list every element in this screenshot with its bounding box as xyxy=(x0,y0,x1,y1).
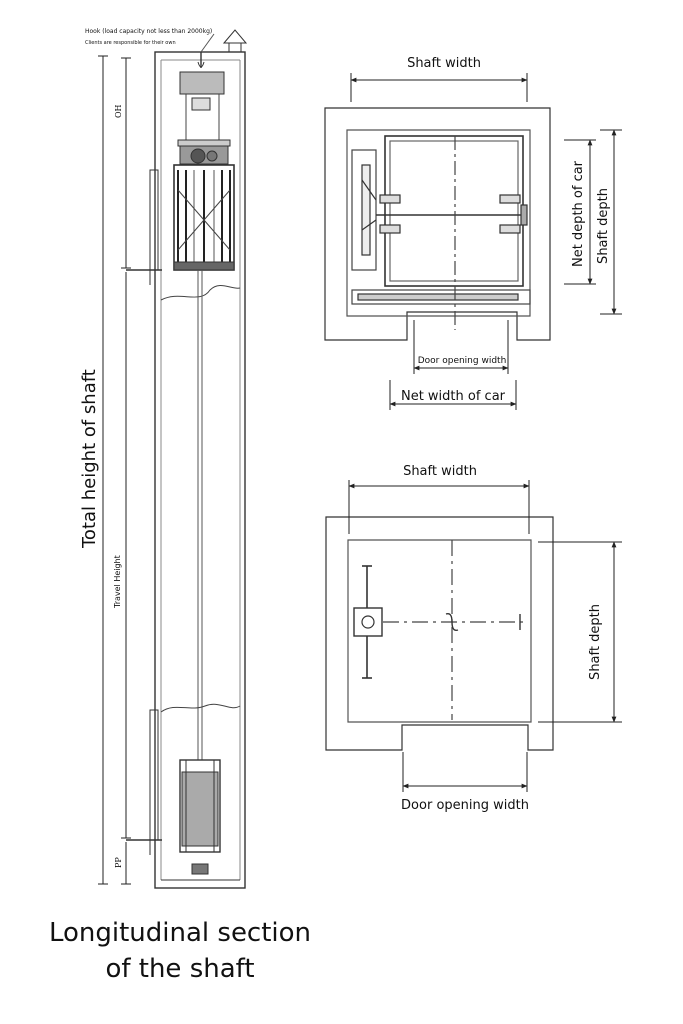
total-height-label: Total height of shaft xyxy=(79,369,100,549)
net-depth-of-car-label: Net depth of car xyxy=(571,160,586,267)
car-outline xyxy=(384,135,524,287)
caption-line-1: Longitudinal section xyxy=(48,918,312,948)
caption-line-2: of the shaft xyxy=(105,954,255,984)
top-shaft-depth-label: Shaft depth xyxy=(596,188,611,264)
traction-machine xyxy=(179,71,225,95)
oh-label: OH xyxy=(114,104,123,118)
plan-bottom xyxy=(325,516,554,751)
top-door-opening-label: Door opening width xyxy=(418,356,507,366)
longitudinal-section xyxy=(126,29,248,889)
net-width-of-car-label: Net width of car xyxy=(401,389,506,404)
shaft-outline xyxy=(154,51,246,889)
elevator-car xyxy=(173,164,235,271)
bottom-door-opening-label: Door opening width xyxy=(401,798,529,813)
diagram-caption: Longitudinal section of the shaft xyxy=(0,915,360,987)
clients-note: Clients are responsible for their own xyxy=(85,40,176,46)
pp-label: PP xyxy=(114,857,123,868)
bottom-shaft-depth-label: Shaft depth xyxy=(588,604,603,680)
counterweight xyxy=(179,759,221,853)
bottom-shaft-width-label: Shaft width xyxy=(403,464,477,479)
hook-note: Hook (load capacity not less than 2000kg… xyxy=(85,28,212,35)
travel-height-label: Travel Height xyxy=(113,555,122,609)
top-shaft-width-label: Shaft width xyxy=(407,56,481,71)
roof-vent-icon xyxy=(222,29,248,53)
pit-equipment xyxy=(353,607,383,637)
plan-top xyxy=(324,107,551,341)
